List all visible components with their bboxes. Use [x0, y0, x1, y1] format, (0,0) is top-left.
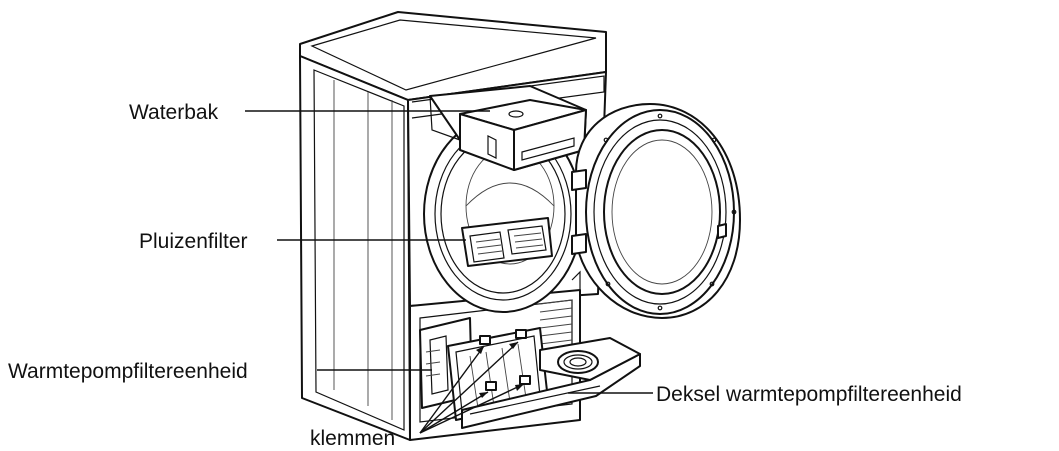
klemmen-arrows — [419, 341, 525, 434]
door — [571, 103, 741, 319]
lint-filter — [461, 217, 553, 267]
label-waterbak: Waterbak — [129, 101, 219, 124]
dryer-illustration — [299, 11, 741, 441]
label-deksel: Deksel warmtepompfiltereenheid — [656, 383, 962, 406]
label-pluizenfilter: Pluizenfilter — [139, 230, 248, 253]
label-warmtepompfiltereenheid: Warmtepompfiltereenheid — [8, 360, 248, 383]
label-klemmen: klemmen — [310, 427, 395, 450]
filter-cover — [461, 337, 641, 429]
